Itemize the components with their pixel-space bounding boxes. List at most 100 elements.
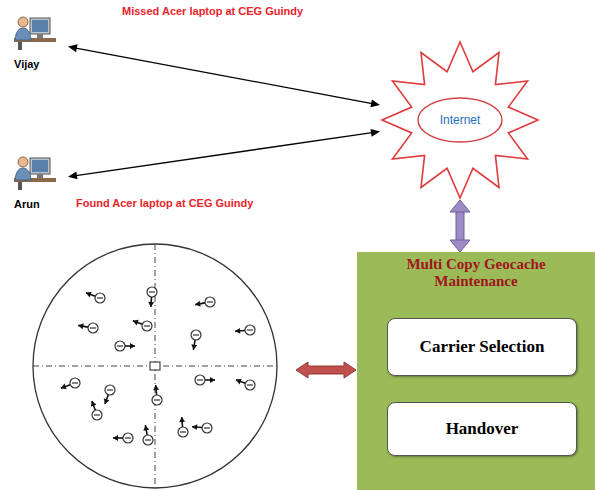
block-arrow bbox=[296, 362, 356, 378]
node-bar bbox=[145, 439, 151, 440]
movement-head bbox=[236, 379, 242, 385]
node-dot bbox=[143, 435, 153, 445]
node-bar bbox=[90, 327, 96, 328]
movement-head bbox=[143, 425, 149, 430]
node-dot bbox=[105, 385, 115, 395]
connector-line bbox=[76, 48, 372, 103]
mobile-node bbox=[113, 433, 133, 443]
process-box: Carrier Selection bbox=[387, 318, 577, 376]
node-dot bbox=[88, 323, 98, 333]
arrow-head bbox=[68, 171, 77, 179]
mobile-node bbox=[61, 378, 80, 389]
center-node bbox=[150, 362, 160, 370]
user-node: Vijay bbox=[8, 12, 68, 70]
movement-head bbox=[104, 398, 110, 404]
node-bar bbox=[94, 414, 100, 415]
movement-head bbox=[210, 377, 215, 383]
mobile-node bbox=[115, 341, 135, 351]
node-bar bbox=[125, 437, 131, 438]
arrow-head bbox=[450, 200, 470, 212]
mobile-node bbox=[191, 330, 201, 350]
mobile-node bbox=[195, 375, 215, 385]
maintenance-panel: Multi Copy Geocache MaintenanceCarrier S… bbox=[357, 252, 595, 490]
node-bar bbox=[180, 431, 186, 432]
person-computer-icon bbox=[10, 12, 60, 52]
node-bar bbox=[97, 297, 103, 298]
movement-head bbox=[179, 417, 185, 422]
node-dot bbox=[245, 325, 255, 335]
node-text: Internet bbox=[440, 113, 481, 127]
movement-head bbox=[148, 302, 154, 307]
node-dot bbox=[123, 433, 133, 443]
connector bbox=[68, 44, 380, 107]
node-dot bbox=[245, 380, 255, 390]
node-text: Carrier Selection bbox=[420, 337, 545, 357]
movement-head bbox=[78, 323, 83, 329]
mobile-node bbox=[143, 425, 153, 445]
mobile-node bbox=[195, 297, 215, 307]
connector-line bbox=[457, 211, 464, 241]
node-dot bbox=[178, 427, 188, 437]
node-bar bbox=[72, 382, 78, 383]
node-text: Multi Copy Geocache Maintenance bbox=[357, 252, 595, 290]
node-text: Handover bbox=[446, 419, 519, 439]
node-dot bbox=[142, 321, 152, 331]
node-text: Arun bbox=[14, 198, 40, 210]
node-bar bbox=[247, 329, 253, 330]
movement-head bbox=[113, 435, 118, 441]
mobile-node bbox=[236, 379, 255, 390]
mobile-node bbox=[86, 292, 105, 303]
node-bar bbox=[204, 427, 210, 428]
mobile-node bbox=[91, 401, 102, 420]
connector bbox=[68, 129, 380, 179]
note-label: Found Acer laptop at CEG Guindy bbox=[76, 197, 253, 209]
person-computer-icon bbox=[10, 152, 60, 192]
node-bar bbox=[117, 345, 123, 346]
connector bbox=[450, 200, 470, 252]
arrow-head bbox=[68, 44, 78, 52]
node-dot bbox=[95, 293, 105, 303]
arrow-head bbox=[371, 129, 380, 137]
node-text: Vijay bbox=[14, 58, 40, 70]
node-bar bbox=[149, 291, 155, 292]
node-bar bbox=[107, 389, 113, 390]
movement-head bbox=[195, 301, 200, 307]
movement-head bbox=[191, 344, 197, 349]
node-dot bbox=[152, 395, 162, 405]
node-dot bbox=[147, 287, 157, 297]
movement-head bbox=[153, 385, 159, 390]
node-bar bbox=[197, 379, 203, 380]
arrow-head bbox=[450, 240, 470, 252]
connector-outline bbox=[456, 211, 465, 241]
mobile-node bbox=[178, 417, 188, 437]
node-bar bbox=[193, 334, 199, 335]
node-bar bbox=[154, 399, 160, 400]
node-dot bbox=[92, 410, 102, 420]
internet-star: Internet bbox=[380, 40, 540, 200]
arrow-head bbox=[370, 99, 380, 107]
node-bar bbox=[144, 325, 150, 326]
movement-head bbox=[133, 320, 139, 326]
mobile-nodes bbox=[61, 287, 255, 445]
mobile-node bbox=[192, 423, 212, 433]
mobile-node bbox=[78, 323, 98, 333]
note-label: Missed Acer laptop at CEG Guindy bbox=[122, 5, 303, 17]
mobile-node bbox=[147, 287, 157, 307]
movement-head bbox=[192, 424, 197, 430]
user-node: Arun bbox=[8, 152, 68, 210]
mobile-node bbox=[235, 325, 255, 335]
movement-head bbox=[235, 328, 240, 334]
network-circle bbox=[33, 244, 277, 488]
movement-head bbox=[86, 292, 92, 298]
mobile-node bbox=[104, 385, 115, 404]
process-box: Handover bbox=[387, 402, 577, 456]
mobile-node bbox=[133, 320, 152, 331]
mobile-node bbox=[152, 385, 162, 405]
node-dot bbox=[115, 341, 125, 351]
network-area bbox=[33, 244, 277, 488]
double-arrow bbox=[296, 362, 356, 378]
connector-line bbox=[76, 133, 372, 176]
node-bar bbox=[207, 301, 213, 302]
